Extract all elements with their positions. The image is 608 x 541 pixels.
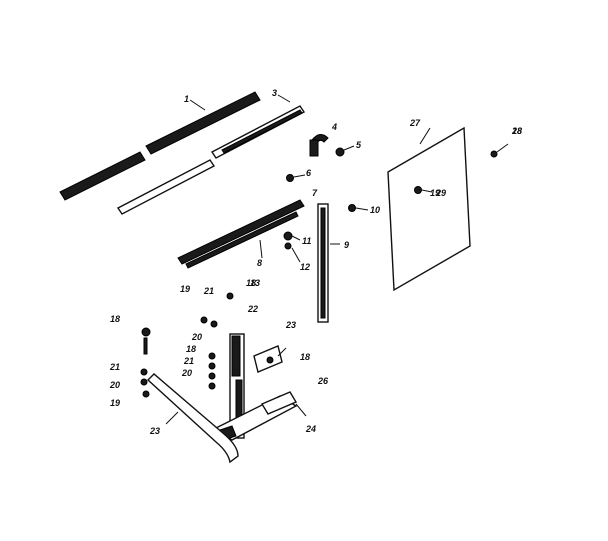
callout-21a: 21 (203, 286, 214, 296)
callout-18d: 18 (300, 352, 310, 362)
panel-part-27 (387, 126, 471, 292)
rail-part-1 (59, 91, 261, 201)
screw-part-28 (490, 143, 509, 158)
rail-lower-segment (116, 105, 306, 215)
callout-23b: 23 (149, 426, 160, 436)
callout-27: 27 (409, 118, 421, 128)
callout-21c: 21 (109, 362, 120, 372)
callout-10: 10 (370, 205, 380, 215)
callout-5: 5 (356, 140, 362, 150)
leader-3 (277, 94, 291, 103)
hardware-part-11-12 (283, 231, 301, 263)
screw-part-5 (335, 145, 355, 157)
callout-19a: 19 (180, 284, 190, 294)
screw-part-10 (348, 204, 369, 212)
callout-9: 9 (344, 240, 349, 250)
callout-3: 3 (272, 88, 277, 98)
post-part-9 (317, 203, 340, 323)
callout-20c: 20 (109, 380, 120, 390)
screw-part-6 (286, 174, 306, 182)
callout-12: 12 (300, 262, 310, 272)
callout-20a: 20 (191, 332, 202, 342)
base-assembly (146, 333, 307, 464)
callout-23a: 23 (285, 320, 296, 330)
callout-24: 24 (305, 424, 316, 434)
callout-29: 29 (435, 188, 446, 198)
callout-22: 22 (247, 304, 258, 314)
rail-part-7 (177, 199, 305, 269)
callout-4: 4 (331, 122, 337, 132)
callout-18c: 18 (186, 344, 196, 354)
callout-18a: 18 (110, 314, 120, 324)
callout-18b: 18 (246, 278, 256, 288)
callout-18e: 18 (512, 126, 522, 136)
callout-20b: 20 (181, 368, 192, 378)
callout-19c: 19 (430, 188, 440, 198)
callout-26: 26 (317, 376, 329, 386)
callout-28: 28 (511, 126, 522, 136)
hardware-cluster-18-21 (140, 292, 234, 398)
callout-19b: 19 (110, 398, 120, 408)
callout-11: 11 (302, 236, 311, 246)
callout-13: 13 (250, 278, 260, 288)
callout-7: 7 (312, 188, 318, 198)
callout-21b: 21 (183, 356, 194, 366)
callout-6: 6 (306, 168, 312, 178)
callout-1: 1 (184, 94, 189, 104)
clip-part-4 (309, 134, 329, 157)
callout-8: 8 (257, 258, 262, 268)
callout-labels: 1 3 4 5 6 7 8 9 10 11 12 13 18 18 18 18 … (109, 88, 522, 436)
